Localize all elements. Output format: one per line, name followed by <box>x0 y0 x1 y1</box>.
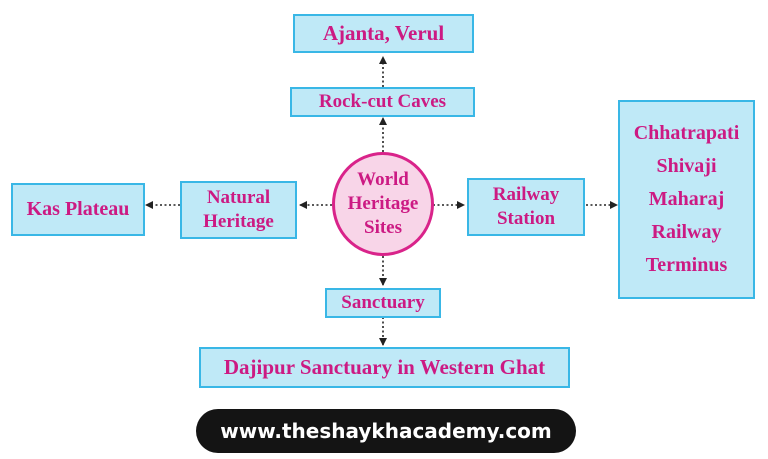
website-footer-banner: www.theshaykhacademy.com <box>196 409 576 453</box>
center-world-heritage-sites: World Heritage Sites <box>332 152 434 256</box>
node-sanctuary-label: Sanctuary <box>341 292 425 314</box>
website-url: www.theshaykhacademy.com <box>220 419 552 443</box>
node-railway-station-label: Railway Station <box>492 184 560 229</box>
center-label: World Heritage Sites <box>347 169 419 238</box>
node-rock-cut-caves: Rock-cut Caves <box>290 87 475 117</box>
node-dajipur-sanctuary: Dajipur Sanctuary in Western Ghat <box>199 347 570 388</box>
node-natural-heritage-label: Natural Heritage <box>203 187 274 232</box>
node-sanctuary: Sanctuary <box>325 288 441 318</box>
node-railway-terminus: Chhatrapati Shivaji Maharaj Railway Term… <box>618 100 755 299</box>
node-dajipur-sanctuary-label: Dajipur Sanctuary in Western Ghat <box>223 355 546 380</box>
node-rock-cut-caves-label: Rock-cut Caves <box>318 91 447 113</box>
node-kas-plateau-label: Kas Plateau <box>26 198 130 220</box>
node-ajanta-verul: Ajanta, Verul <box>293 14 474 53</box>
node-ajanta-verul-label: Ajanta, Verul <box>322 21 445 46</box>
node-kas-plateau: Kas Plateau <box>11 183 145 236</box>
node-railway-station: Railway Station <box>467 178 585 236</box>
node-railway-terminus-label: Chhatrapati Shivaji Maharaj Railway Term… <box>633 122 740 276</box>
node-natural-heritage: Natural Heritage <box>180 181 297 239</box>
